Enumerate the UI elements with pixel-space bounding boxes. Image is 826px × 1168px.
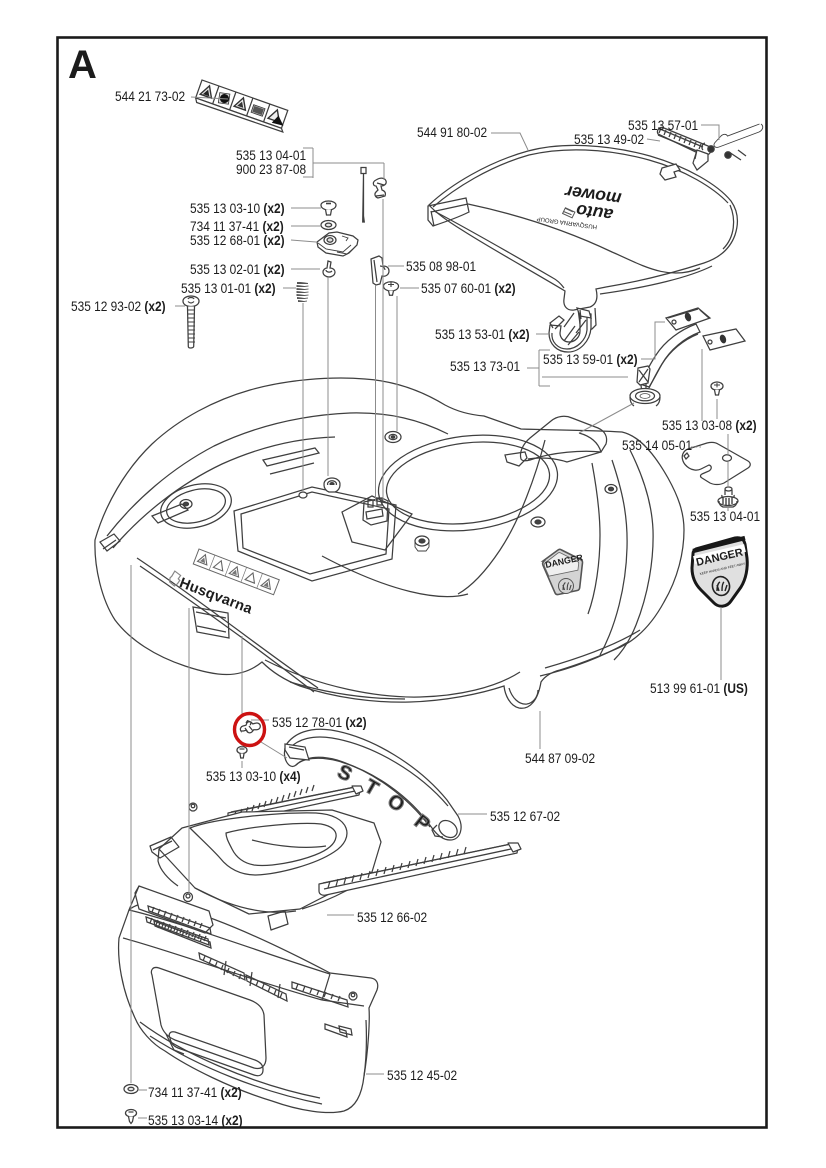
svg-text:535 13 73-01: 535 13 73-01	[450, 358, 520, 374]
svg-text:535 14 05-01: 535 14 05-01	[622, 437, 692, 453]
svg-text:535 12 78-01 (x2): 535 12 78-01 (x2)	[272, 714, 367, 730]
svg-text:535 12 45-02: 535 12 45-02	[387, 1067, 457, 1083]
svg-text:535 13 49-02: 535 13 49-02	[574, 131, 644, 147]
svg-text:535 12 93-02 (x2): 535 12 93-02 (x2)	[71, 298, 166, 314]
svg-text:544 87 09-02: 544 87 09-02	[525, 750, 595, 766]
svg-text:535 13 02-01 (x2): 535 13 02-01 (x2)	[190, 261, 285, 277]
svg-text:535 13 03-08 (x2): 535 13 03-08 (x2)	[662, 417, 757, 433]
svg-text:535 12 68-01 (x2): 535 12 68-01 (x2)	[190, 232, 285, 248]
svg-text:900 23 87-08: 900 23 87-08	[236, 161, 306, 177]
svg-text:535 08 98-01: 535 08 98-01	[406, 258, 476, 274]
svg-text:535 13 03-14 (x2): 535 13 03-14 (x2)	[148, 1112, 243, 1128]
svg-text:535 13 53-01 (x2): 535 13 53-01 (x2)	[435, 326, 530, 342]
svg-text:535 13 04-01: 535 13 04-01	[236, 147, 306, 163]
svg-text:535 13 57-01: 535 13 57-01	[628, 117, 698, 133]
svg-text:535 13 03-10 (x4): 535 13 03-10 (x4)	[206, 768, 301, 784]
svg-text:535 13 03-10 (x2): 535 13 03-10 (x2)	[190, 200, 285, 216]
svg-text:535 12 66-02: 535 12 66-02	[357, 909, 427, 925]
svg-text:734 11 37-41 (x2): 734 11 37-41 (x2)	[190, 218, 284, 234]
svg-text:A: A	[68, 43, 97, 87]
svg-text:535 12 67-02: 535 12 67-02	[490, 808, 560, 824]
svg-text:535 13 04-01: 535 13 04-01	[690, 508, 760, 524]
svg-text:535 13 01-01 (x2): 535 13 01-01 (x2)	[181, 280, 276, 296]
svg-text:544 21 73-02: 544 21 73-02	[115, 88, 185, 104]
svg-text:544 91 80-02: 544 91 80-02	[417, 124, 487, 140]
svg-text:535 07 60-01 (x2): 535 07 60-01 (x2)	[421, 280, 516, 296]
svg-text:734 11 37-41 (x2): 734 11 37-41 (x2)	[148, 1084, 242, 1100]
svg-text:513 99 61-01 (US): 513 99 61-01 (US)	[650, 680, 748, 696]
svg-text:535 13 59-01 (x2): 535 13 59-01 (x2)	[543, 351, 638, 367]
